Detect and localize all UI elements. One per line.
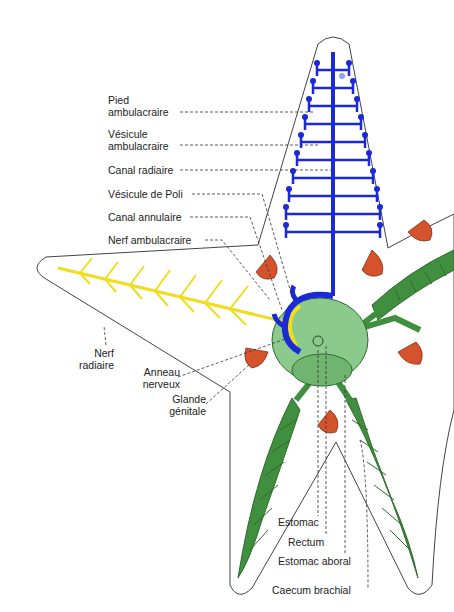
tube-foot [377,204,383,210]
tube-foot [283,222,289,228]
genital-glands [245,220,432,433]
part-label: Nerf radiaire [62,347,114,371]
leader-line [345,375,346,555]
part-label: Glande génitale [150,393,206,417]
caecum-right-arm [372,250,454,320]
tube-foot [290,168,296,174]
madreporite [339,73,345,79]
caecum-right [346,398,418,578]
rectum [313,336,323,346]
genital-gland [398,342,422,364]
leader-line [180,170,331,171]
nervous-system [58,258,300,346]
tube-foot [362,132,368,138]
leader-line [180,145,320,146]
leader-line [190,217,282,310]
tube-feet [283,60,383,228]
tube-foot [286,186,292,192]
part-label: Anneau nerveux [128,366,180,390]
nerve-branches [80,258,248,325]
leader-line [318,350,319,516]
leader-lines [104,112,368,588]
caecum-left [238,398,300,578]
tube-foot [370,168,376,174]
genital-gland [408,220,432,241]
part-label: Estomac [278,516,388,528]
part-label: Caecum brachial [272,584,402,596]
leader-line [180,112,314,113]
aboral-stomach [292,354,352,386]
tube-foot [366,150,372,156]
tube-foot [354,96,360,102]
part-label: Rectum [288,536,398,548]
part-label: Canal annulaire [108,211,218,223]
tube-foot [283,204,289,210]
part-label: Canal radiaire [108,164,218,176]
caecum-feather [250,264,446,550]
genital-gland [318,410,338,433]
part-label: Pied ambulacraire [108,94,180,118]
tube-foot [314,60,320,66]
radial-nerve [58,268,286,322]
leader-line [205,240,270,300]
poli-vesicles [274,286,296,326]
tube-foot [306,96,312,102]
tube-foot [302,114,308,120]
water-vascular-system [274,52,380,352]
tube-foot [350,78,356,84]
tube-foot [298,132,304,138]
tube-foot [346,60,352,66]
tube-foot [377,222,383,228]
tube-foot [310,78,316,84]
digestive-system [238,250,454,578]
part-label: Vésicule de Poli [108,188,218,200]
body-outline [37,37,454,594]
lateral-canals [286,70,380,232]
part-label: Vésicule ambulacraire [108,128,180,152]
leader-line [178,338,288,377]
tube-foot [374,186,380,192]
part-label: Nerf ambulacraire [108,234,218,246]
leader-line [206,364,250,404]
tube-feet-stalks [286,64,380,238]
ring-canal [285,295,333,352]
leader-line [192,194,292,296]
genital-gland [256,255,277,279]
leader-line [326,346,327,536]
leader-line [104,326,106,345]
tube-foot [294,150,300,156]
part-label: Estomac aboral [278,555,388,567]
leader-line [360,440,368,588]
genital-gland [362,250,383,276]
tube-foot [358,114,364,120]
